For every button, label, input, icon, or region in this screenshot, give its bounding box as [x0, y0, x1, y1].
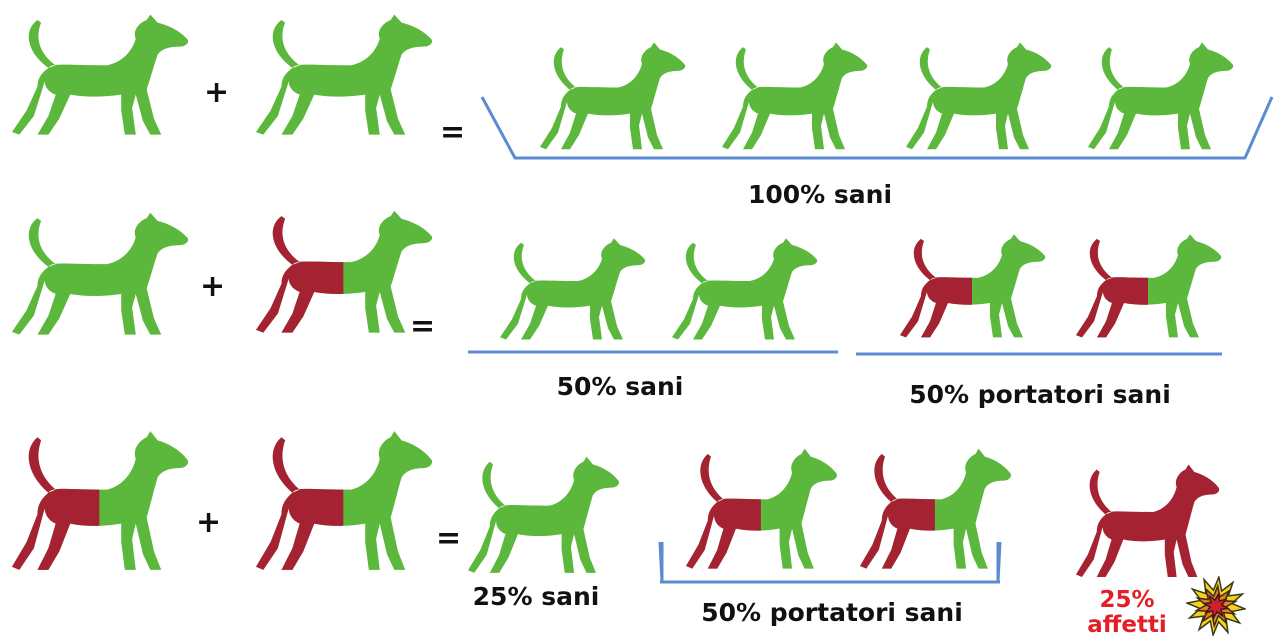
parent-2-dog-icon [256, 12, 438, 140]
offspring-dog-icon [722, 40, 872, 154]
plus-sign: + [204, 75, 230, 110]
offspring-dog-icon [1088, 40, 1238, 154]
group-label-affected: 25%affetti [1082, 588, 1172, 638]
offspring-group-bracket [658, 580, 1004, 586]
equals-sign: = [436, 521, 462, 556]
offspring-dog-icon [906, 40, 1056, 154]
offspring-dog-icon [540, 40, 690, 154]
equals-sign: = [440, 115, 466, 150]
offspring-dog-icon [500, 236, 650, 344]
offspring-dog-icon [900, 232, 1050, 342]
offspring-dog-icon [468, 454, 624, 578]
offspring-group-bracket [480, 95, 1275, 162]
offspring-group-bracket [996, 540, 1004, 586]
group-label: 100% sani [747, 180, 893, 209]
group-label: 50% portatori sani [701, 598, 963, 627]
parent-1-dog-icon [12, 210, 194, 340]
plus-sign: + [200, 269, 226, 304]
parent-2-dog-icon [256, 428, 438, 576]
parent-1-dog-icon [12, 12, 194, 140]
group-label-line-2: affetti [1087, 612, 1167, 638]
group-label: 50% portatori sani [909, 380, 1171, 409]
explosion-burst-icon [1184, 574, 1248, 638]
plus-sign: + [196, 505, 222, 540]
offspring-group-bracket [854, 352, 1226, 358]
parent-1-dog-icon [12, 428, 194, 576]
group-label-line-1: 25% [1099, 587, 1155, 613]
offspring-dog-icon [686, 446, 842, 574]
offspring-dog-icon [1076, 462, 1224, 582]
equals-sign: = [410, 309, 436, 344]
group-label: 25% sani [472, 582, 600, 611]
offspring-group-bracket [658, 540, 666, 586]
offspring-dog-icon [1076, 232, 1226, 342]
offspring-group-bracket [466, 350, 842, 356]
offspring-dog-icon [860, 446, 1016, 574]
offspring-dog-icon [672, 236, 822, 344]
group-label: 50% sani [556, 372, 684, 401]
